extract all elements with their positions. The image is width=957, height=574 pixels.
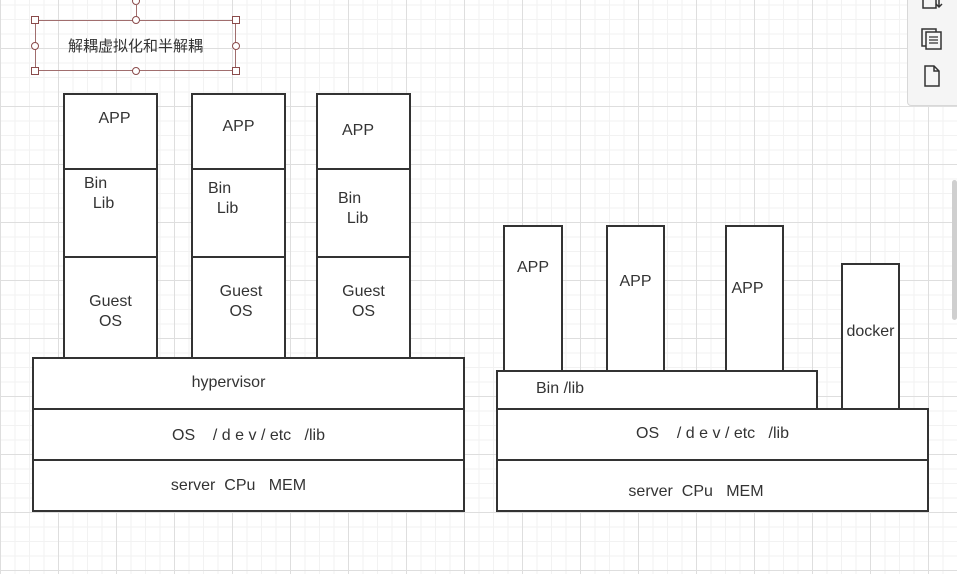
ct-docker-label: docker xyxy=(846,323,895,340)
copy-icon[interactable] xyxy=(920,26,944,50)
ct-binlib-label: Bin /lib xyxy=(536,380,585,397)
vm2-app-box[interactable] xyxy=(191,93,286,170)
resize-handle-sw[interactable] xyxy=(31,67,39,75)
vm3-guest-os-label: Guest OS xyxy=(342,283,385,320)
rotate-handle-stem xyxy=(136,4,137,18)
ct-server-box[interactable] xyxy=(496,459,929,512)
vm2-binlib-box[interactable] xyxy=(191,168,286,258)
vertical-scrollbar[interactable] xyxy=(952,180,957,320)
vm-hypervisor-box[interactable] xyxy=(32,357,465,410)
ct-os-label: OS / d e v / etc /lib xyxy=(636,425,789,442)
page-icon[interactable] xyxy=(920,64,944,88)
vm-server-box[interactable] xyxy=(32,459,465,512)
ct-docker-box[interactable] xyxy=(841,263,900,410)
vm-os-label: OS / d e v / etc /lib xyxy=(172,427,325,444)
ct-app1-box[interactable] xyxy=(503,225,563,372)
vm1-guest-os-label: Guest OS xyxy=(89,293,132,330)
ct-os-box[interactable] xyxy=(496,408,929,461)
resize-handle-e[interactable] xyxy=(232,42,240,50)
vm1-app-box[interactable] xyxy=(63,93,158,170)
ct-server-label: server CPu MEM xyxy=(628,483,764,500)
export-icon[interactable] xyxy=(920,0,944,15)
vm1-binlib-label: Bin Lib xyxy=(84,175,115,212)
resize-handle-w[interactable] xyxy=(31,42,39,50)
vm1-app-label: APP xyxy=(98,110,131,127)
format-toolbar xyxy=(907,0,957,106)
selected-text-label[interactable]: 解耦虚拟化和半解耦 xyxy=(67,38,203,55)
vm2-guest-os-label: Guest OS xyxy=(219,283,263,320)
ct-app3-label: APP xyxy=(731,280,764,297)
resize-handle-nw[interactable] xyxy=(31,16,39,24)
ct-app2-box[interactable] xyxy=(606,225,665,372)
vm3-app-label: APP xyxy=(341,122,374,139)
vm3-app-box[interactable] xyxy=(316,93,411,170)
vm2-binlib-label: Bin Lib xyxy=(208,180,239,217)
vm3-guest-os-box[interactable] xyxy=(316,256,411,359)
ct-app1-label: APP xyxy=(516,259,549,276)
vm3-binlib-label: Bin Lib xyxy=(338,190,369,227)
resize-handle-s[interactable] xyxy=(132,67,140,75)
ct-app3-box[interactable] xyxy=(725,225,784,372)
vm2-app-label: APP xyxy=(222,118,255,135)
resize-handle-n[interactable] xyxy=(132,16,140,24)
resize-handle-ne[interactable] xyxy=(232,16,240,24)
ct-app2-label: APP xyxy=(619,273,652,290)
vm2-guest-os-box[interactable] xyxy=(191,256,286,359)
vm-hypervisor-label: hypervisor xyxy=(191,374,266,391)
vm-server-label: server CPu MEM xyxy=(170,477,307,494)
resize-handle-se[interactable] xyxy=(232,67,240,75)
